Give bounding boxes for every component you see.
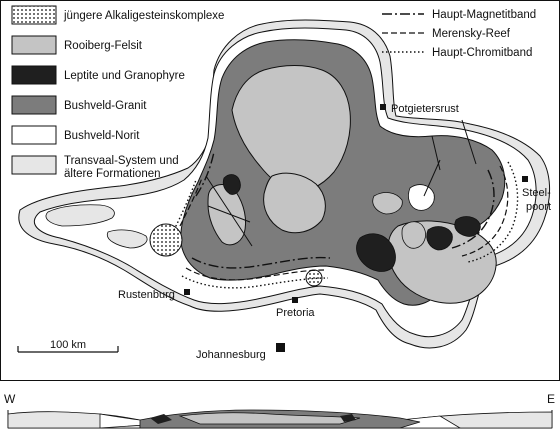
marker-johannesburg: [276, 343, 285, 352]
marker-steelpoort: [522, 176, 528, 182]
rooiberg-felsit-east-2: [401, 221, 426, 249]
marker-potgietersrust: [380, 104, 386, 110]
alkali-complex-pilanesberg: [149, 223, 183, 257]
transvaal-patch-west: [45, 204, 115, 227]
place-pretoria: Pretoria: [276, 307, 315, 319]
leptite-granophyre-central: [356, 233, 396, 272]
merensky-reef-line: [179, 165, 509, 281]
fault-line-west: [205, 175, 253, 247]
place-rustenburg: Rustenburg: [118, 289, 175, 301]
scale-bar: 100 km: [17, 339, 119, 353]
leptite-granophyre-east: [426, 226, 453, 251]
cross-section-profile: W E: [4, 392, 555, 429]
rooiberg-felsit-center: [263, 172, 326, 234]
legend-label-transvaal-1: Transvaal-System und: [64, 155, 179, 167]
legend-label-chromit: Haupt-Chromitband: [432, 47, 532, 59]
legend-swatch-leptite: [11, 65, 57, 85]
marker-pretoria: [292, 297, 298, 303]
scale-label: 100 km: [50, 339, 86, 351]
leptite-granophyre-west: [222, 174, 241, 195]
fault-line-east: [423, 119, 477, 197]
legend-swatch-alkali: [11, 5, 57, 25]
legend-label-leptite: Leptite und Granophyre: [64, 70, 185, 82]
legend-label-merensky: Merensky-Reef: [432, 28, 511, 40]
profile-felsit: [178, 412, 361, 425]
rooiberg-felsit-north: [231, 65, 351, 192]
legend-label-alkali: jüngere Alkaligesteinskomplexe: [63, 10, 224, 22]
norit-inclusion-east: [408, 184, 435, 211]
rooiberg-felsit-east-3: [372, 192, 403, 215]
profile-east-label: E: [547, 392, 555, 406]
legend-swatch-norit: [11, 125, 57, 145]
legend-label-transvaal-2: ältere Formationen: [64, 168, 161, 180]
legend-swatch-granit: [11, 95, 57, 115]
legend-label-felsit: Rooiberg-Felsit: [64, 40, 143, 52]
place-steelpoort-2: poort: [526, 201, 551, 213]
transvaal-patch-west-2: [106, 229, 148, 249]
legend-swatch-transvaal: [11, 155, 57, 175]
profile-west-label: W: [4, 392, 16, 406]
legend-swatch-felsit: [11, 35, 57, 55]
leptite-granophyre-east-2: [454, 216, 481, 237]
place-steelpoort-1: Steel-: [522, 187, 551, 199]
marker-rustenburg: [184, 289, 190, 295]
place-potgietersrust: Potgietersrust: [391, 103, 459, 115]
haupt-chromitband-line: [173, 161, 519, 289]
legend-label-magnetit: Haupt-Magnetitband: [432, 9, 536, 21]
legend: jüngere Alkaligesteinskomplexe Rooiberg-…: [11, 5, 536, 180]
place-johannesburg: Johannesburg: [196, 349, 266, 361]
legend-label-granit: Bushveld-Granit: [64, 100, 147, 112]
legend-label-norit: Bushveld-Norit: [64, 130, 140, 142]
